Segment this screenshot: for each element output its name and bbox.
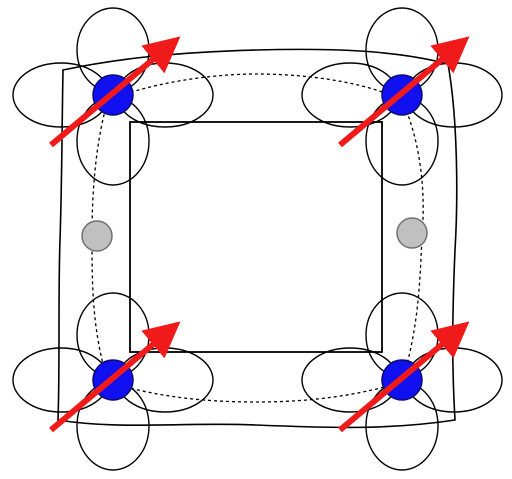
bridge-atoms-layer <box>81 217 428 252</box>
spin-arrows-layer <box>49 36 470 433</box>
spin-arrow-top-left <box>49 36 181 148</box>
bridge-atom-right <box>396 217 428 249</box>
inner-square-outline <box>129 121 383 353</box>
spin-arrow-bottom-left <box>49 321 181 433</box>
outer-frame-outline <box>57 48 458 429</box>
bridge-atom-left <box>81 220 113 252</box>
spin-arrow-bottom-right <box>338 321 470 433</box>
spin-arrow-top-right <box>338 36 470 148</box>
dotted-bond-loop <box>91 73 424 403</box>
